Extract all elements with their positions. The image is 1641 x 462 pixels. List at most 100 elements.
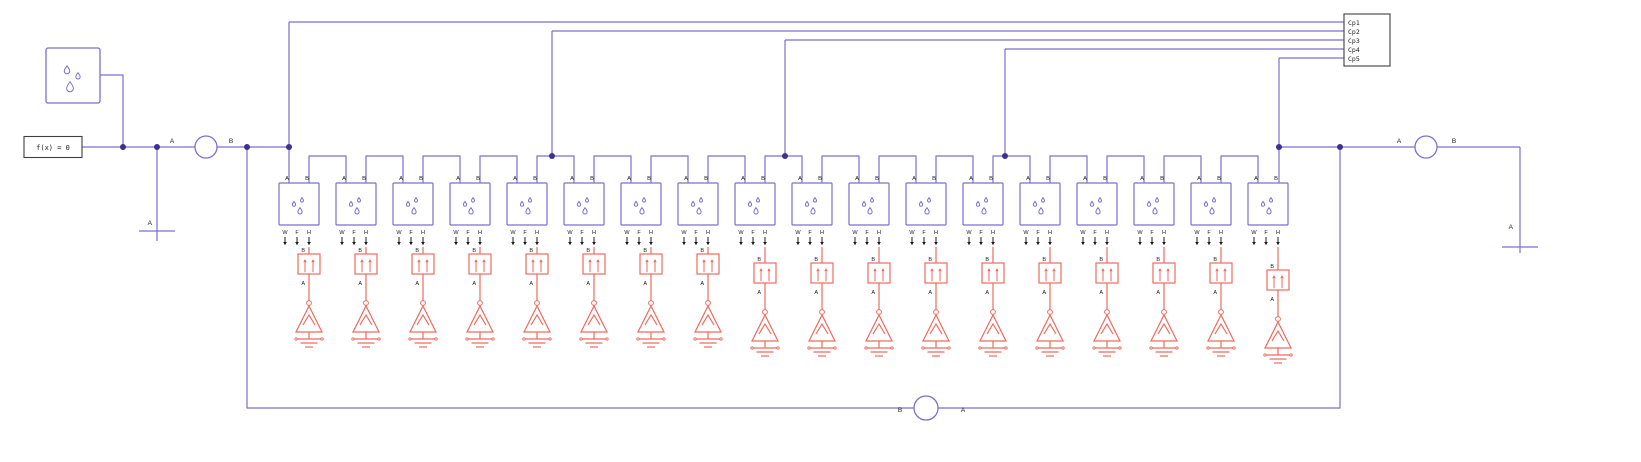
- bottom-port-label: H: [991, 230, 995, 236]
- heat-exchanger-box[interactable]: BA: [753, 247, 777, 312]
- pump-triangle[interactable]: [979, 309, 1007, 348]
- pump-triangle[interactable]: [922, 309, 950, 348]
- pipe-termination-right[interactable]: A: [1502, 147, 1538, 253]
- heat-exchanger-box[interactable]: BA: [525, 247, 549, 303]
- heat-exchanger-box[interactable]: BA: [981, 247, 1005, 312]
- load-box-rect: [506, 182, 548, 226]
- heat-exchanger-box[interactable]: BA: [582, 247, 606, 303]
- heat-exchanger-box[interactable]: BA: [1152, 247, 1176, 312]
- port-label: B: [871, 257, 875, 263]
- controller-row-label: Cp2: [1348, 28, 1360, 36]
- droplet-icon: [1098, 196, 1102, 203]
- port-label: A: [961, 407, 966, 414]
- water-source-block[interactable]: [45, 47, 101, 104]
- droplet-icon: [1203, 200, 1209, 207]
- heat-exchanger-box[interactable]: BA: [1209, 247, 1233, 312]
- pump-triangle[interactable]: [523, 300, 551, 339]
- heat-exchanger-box[interactable]: BA: [924, 247, 948, 312]
- droplet-icon: [1209, 206, 1215, 215]
- pump-triangle[interactable]: [1207, 309, 1235, 348]
- pump-circle[interactable]: [913, 395, 939, 421]
- ground-dot: [548, 337, 552, 341]
- heat-exchanger-box[interactable]: BA: [1095, 247, 1119, 312]
- heat-exchanger-box[interactable]: BA: [354, 247, 378, 303]
- pump-circle[interactable]: [194, 135, 218, 159]
- pipe-termination-left[interactable]: A: [139, 147, 175, 241]
- droplet-icon: [753, 206, 759, 215]
- heat-exchanger-box[interactable]: BA: [297, 247, 321, 303]
- droplet-icon: [405, 200, 411, 207]
- droplet-icon: [924, 206, 930, 215]
- heat-exchanger-box[interactable]: BA: [468, 247, 492, 303]
- heat-exchanger-box[interactable]: BA: [1038, 247, 1062, 312]
- pump-triangle[interactable]: [694, 300, 722, 339]
- pump-triangle[interactable]: [352, 300, 380, 339]
- pump-triangle[interactable]: [1150, 309, 1178, 348]
- down-arrow-icon: [739, 242, 743, 246]
- heat-exchanger-box[interactable]: BA: [1266, 247, 1290, 319]
- heat-exchanger-box[interactable]: BA: [639, 247, 663, 303]
- pump-triangle[interactable]: [637, 300, 665, 339]
- pump-triangle[interactable]: [808, 309, 836, 348]
- heat-exchanger-box[interactable]: BA: [867, 247, 891, 312]
- pump-triangle[interactable]: [1093, 309, 1121, 348]
- pump-triangle[interactable]: [295, 300, 323, 339]
- pump-triangle[interactable]: [751, 309, 779, 348]
- pump-triangle[interactable]: [865, 309, 893, 348]
- droplet-icon: [528, 196, 532, 203]
- fx-solver-block[interactable]: f(x) = 0: [23, 135, 83, 159]
- pump-triangle[interactable]: [466, 300, 494, 339]
- heat-exchanger-box[interactable]: BA: [696, 247, 720, 303]
- down-arrow-icon: [352, 242, 356, 246]
- pump-circle[interactable]: [1414, 135, 1438, 159]
- heat-exchanger-box[interactable]: BA: [810, 247, 834, 312]
- pump-triangle[interactable]: [409, 300, 437, 339]
- pump-triangle[interactable]: [1264, 316, 1292, 355]
- heat-exchanger-box[interactable]: BA: [411, 247, 435, 303]
- pump-triangle[interactable]: [1036, 309, 1064, 348]
- junction-dot: [1276, 144, 1282, 150]
- controller-row-label: Cp3: [1348, 37, 1360, 45]
- pump-triangle[interactable]: [580, 300, 608, 339]
